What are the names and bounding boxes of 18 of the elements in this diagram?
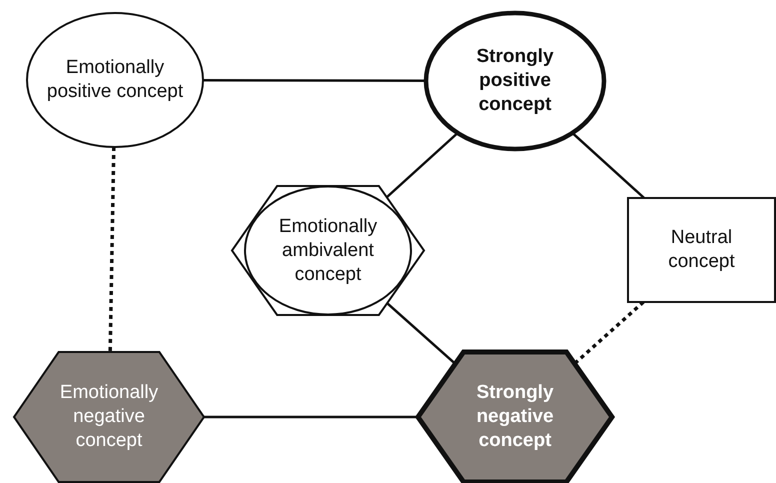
- concept-ellipse: [27, 13, 203, 147]
- connector-line: [108, 146, 116, 352]
- connector-line: [386, 302, 456, 365]
- connector-line: [572, 132, 645, 199]
- concept-label: Strongly positive concept: [475, 45, 555, 117]
- concept-label: Strongly negative concept: [475, 381, 555, 453]
- connector-line: [386, 132, 458, 198]
- concept-box: [628, 198, 775, 302]
- concept-ellipse: [426, 13, 604, 149]
- concept-label: Neutral concept: [667, 226, 736, 274]
- concept-hexagon: [418, 352, 612, 482]
- concept-label: Emotionally positive concept: [46, 56, 184, 104]
- connector-line: [204, 416, 418, 418]
- connector-line: [203, 78, 426, 82]
- concept-label: Emotionally ambivalent concept: [278, 214, 378, 286]
- concept-label: Emotionally negative concept: [58, 381, 160, 453]
- connector-line: [573, 300, 645, 365]
- concept-hexagon: [14, 352, 204, 482]
